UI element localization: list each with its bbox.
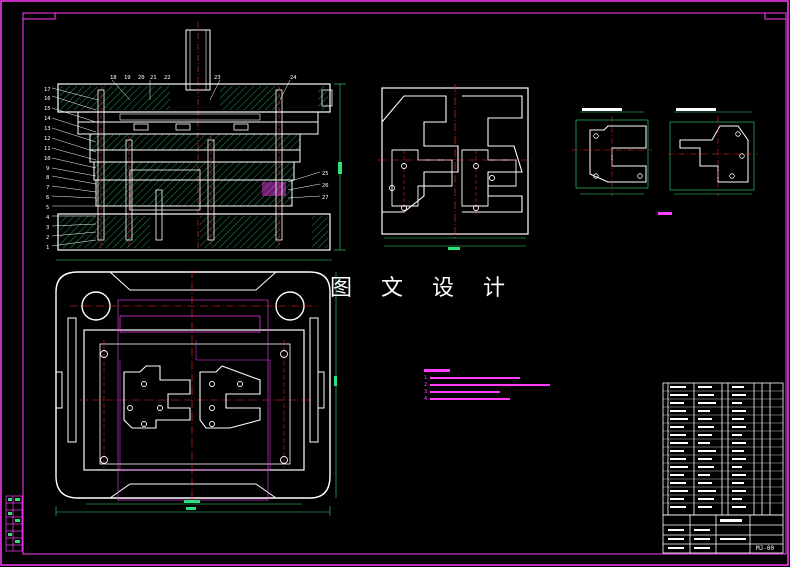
- part-label-top: 23: [214, 75, 221, 81]
- part-label-left: 13: [44, 126, 51, 132]
- edge-revision-table: [5, 495, 23, 552]
- notes-heading-bar: [424, 369, 450, 372]
- part-label-left: 15: [44, 106, 51, 112]
- part-label-left: 11: [44, 146, 51, 152]
- part-label-left: 6: [46, 195, 49, 201]
- part-label-top: 18: [110, 75, 117, 81]
- note-item: 2.: [424, 382, 551, 389]
- detail-label-mark: [658, 212, 672, 215]
- inner-frame: [22, 12, 787, 555]
- part-label-left: 10: [44, 156, 51, 162]
- part-label-left: 9: [46, 166, 49, 172]
- title-block: [662, 382, 784, 554]
- part-label-top: 21: [150, 75, 157, 81]
- note-item: 3.: [424, 389, 550, 396]
- part-label-left: 2: [46, 235, 49, 241]
- title-block-rows: [663, 390, 783, 504]
- part-label-left: 5: [46, 205, 49, 211]
- part-label-top: 20: [138, 75, 145, 81]
- part-label-left: 1: [46, 245, 49, 251]
- top-right-tab: [764, 12, 787, 20]
- technical-notes: 1. 2. 3. 4.: [424, 369, 551, 403]
- part-view: [378, 84, 532, 247]
- section-view: [51, 22, 346, 261]
- detail-view-1: [572, 108, 652, 196]
- title-block-cell-marks: [668, 386, 746, 549]
- part-label-right: 27: [322, 195, 329, 201]
- top-left-tab: [22, 12, 56, 20]
- part-label-left: 14: [44, 116, 51, 122]
- plan-dim-label-2: [186, 507, 196, 510]
- part-label-top: 22: [164, 75, 171, 81]
- edge-table-fill: [8, 498, 20, 543]
- detail-view-2-holes: [729, 131, 745, 179]
- part-label-top: 24: [290, 75, 297, 81]
- note-item: 4.: [424, 396, 550, 403]
- note-item: 1.: [424, 375, 550, 382]
- part-view-holes: [389, 163, 495, 211]
- plan-dim-label-3: [334, 376, 337, 386]
- part-dim-label: [448, 247, 460, 250]
- part-label-left: 7: [46, 185, 49, 191]
- part-label-top: 19: [124, 75, 131, 81]
- section-part-numbers: 17 16 15 14 13 12 11 10 9 8 7 6 5 4 3 2 …: [44, 75, 329, 251]
- detail-view-1-holes: [593, 133, 643, 179]
- plan-view-holes: [100, 350, 288, 464]
- part-label-right: 25: [322, 171, 329, 177]
- part-label-right: 26: [322, 183, 329, 189]
- plan-view: [55, 270, 331, 502]
- plan-dim-label: [184, 500, 200, 503]
- part-label-left: 12: [44, 136, 51, 142]
- drawing-number: MJ-00: [756, 545, 774, 552]
- detail-view-2: [668, 108, 758, 196]
- part-label-left: 3: [46, 225, 49, 231]
- part-label-left: 17: [44, 87, 51, 93]
- part-label-left: 16: [44, 96, 51, 102]
- part-label-left: 8: [46, 175, 49, 181]
- watermark-text: 图 文 设 计: [330, 276, 516, 301]
- plan-view-dimensions: [55, 272, 337, 516]
- part-label-left: 4: [46, 215, 50, 221]
